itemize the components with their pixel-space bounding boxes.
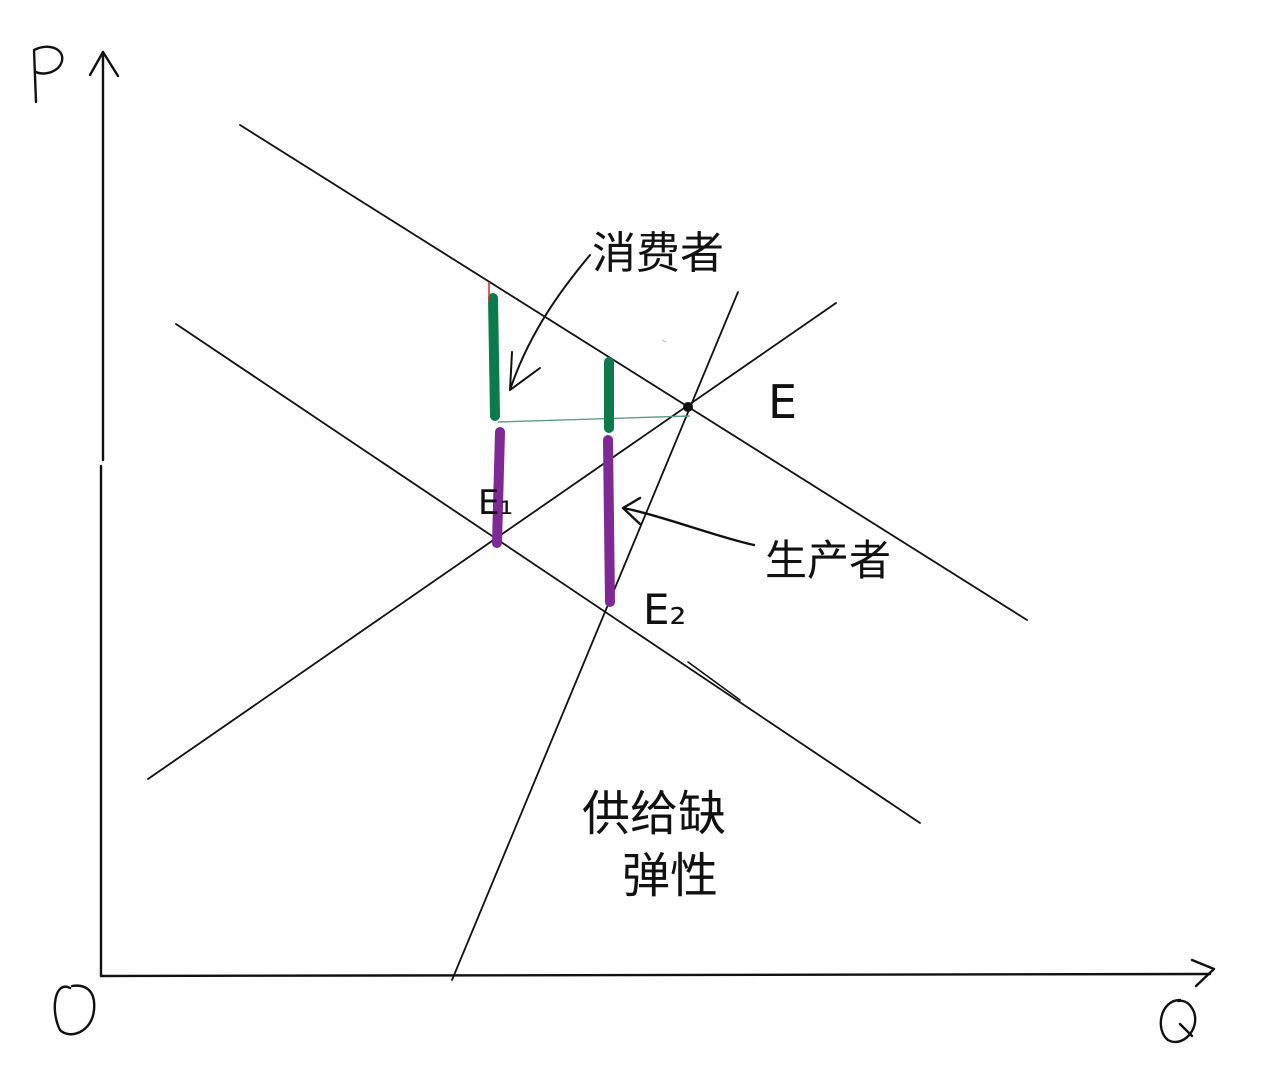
- label-e1: E₁: [478, 483, 513, 523]
- origin-label-glyph: [53, 984, 96, 1036]
- demand-curve-shifted: [175, 323, 921, 824]
- label-e: E: [768, 375, 797, 429]
- q-axis-arrow: [1190, 958, 1216, 988]
- consumer-burden-bar-elastic: [488, 293, 500, 421]
- label-producer: 生产者: [765, 536, 891, 585]
- label-supply-elasticity-2: 弹性: [622, 848, 718, 904]
- label-consumer: 消费者: [592, 228, 724, 279]
- p-label-glyph: [32, 45, 64, 104]
- stray-mark: [687, 661, 741, 701]
- stray-mark-small: [661, 339, 667, 343]
- price-reference-line: [497, 415, 691, 423]
- consumer-pointer-arrow: [509, 254, 591, 391]
- equilibrium-point-e: [683, 402, 693, 412]
- label-e2: E₂: [643, 585, 686, 634]
- producer-burden-bar-elastic: [492, 427, 505, 548]
- axes: [88, 50, 1216, 988]
- label-supply-elasticity-1: 供给缺: [582, 786, 726, 842]
- producer-burden-bar-inelastic: [603, 435, 615, 607]
- demand-curve-original: [239, 124, 1028, 621]
- axis-labels: [32, 45, 1197, 1044]
- q-axis: [99, 972, 1212, 978]
- q-label-glyph: [1159, 998, 1197, 1044]
- producer-pointer-arrow: [621, 496, 756, 547]
- p-axis-arrow: [88, 50, 120, 78]
- supply-curve-elastic: [147, 302, 837, 780]
